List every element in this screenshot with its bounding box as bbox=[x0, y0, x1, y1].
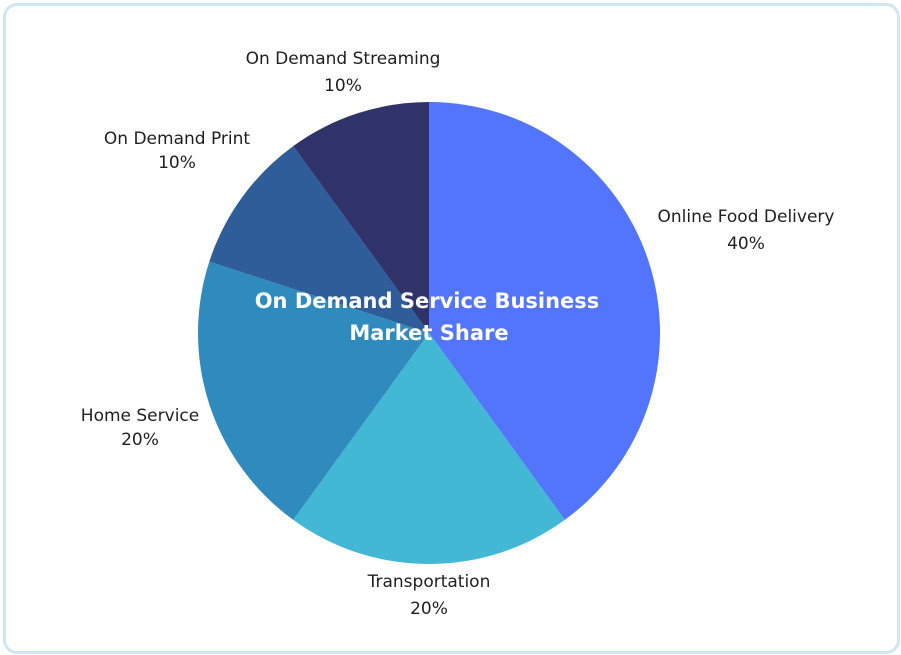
pie-slice-transportation bbox=[293, 333, 565, 565]
pie-slices bbox=[198, 102, 660, 565]
slice-value-on-demand-streaming: 10% bbox=[324, 76, 362, 96]
slice-label-online-food-delivery: Online Food Delivery bbox=[658, 207, 835, 227]
slice-value-on-demand-print: 10% bbox=[158, 153, 196, 173]
slice-label-on-demand-print: On Demand Print bbox=[104, 129, 250, 149]
slice-value-online-food-delivery: 40% bbox=[727, 234, 765, 254]
slice-label-on-demand-streaming: On Demand Streaming bbox=[246, 49, 441, 69]
chart-title-line2: Market Share bbox=[349, 321, 508, 345]
chart-title-line1: On Demand Service Business bbox=[255, 289, 600, 313]
slice-value-transportation: 20% bbox=[410, 599, 448, 619]
slice-label-transportation: Transportation bbox=[367, 572, 491, 592]
pie-slice-online-food-delivery bbox=[429, 102, 660, 520]
slice-value-home-service: 20% bbox=[121, 430, 159, 450]
slice-label-home-service: Home Service bbox=[81, 406, 199, 426]
pie-slice-on-demand-print bbox=[209, 146, 429, 333]
pie-slice-home-service bbox=[198, 261, 429, 520]
pie-slice-on-demand-streaming bbox=[293, 102, 429, 333]
